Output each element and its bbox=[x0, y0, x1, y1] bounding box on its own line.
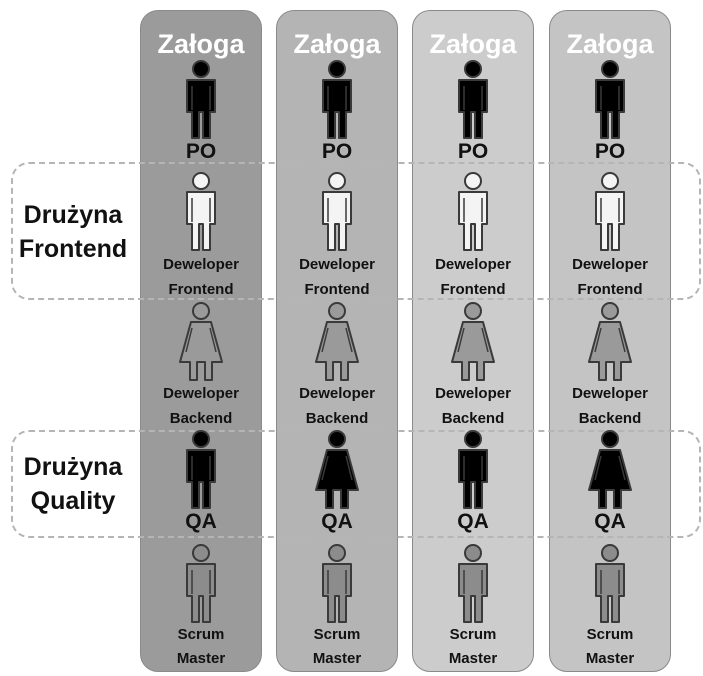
po-label: PO bbox=[185, 140, 217, 163]
scrum-master-person-icon bbox=[186, 544, 216, 623]
backend-developer-person-dress-icon bbox=[179, 302, 223, 381]
scrum-master-person-icon-wrap bbox=[451, 544, 495, 633]
backend-label-line1: Deweloper bbox=[435, 385, 511, 402]
scrum-master-label-line2: Master bbox=[585, 650, 635, 667]
frontend-label-line1: Deweloper bbox=[435, 256, 511, 273]
scrum-master-label-line1: Scrum bbox=[177, 626, 225, 643]
scrum-master-label-line1: Scrum bbox=[586, 626, 634, 643]
scrum-master-label-line1: Scrum bbox=[449, 626, 497, 643]
frontend-label-line2: Frontend bbox=[168, 281, 234, 298]
backend-developer-person-dress-icon bbox=[588, 302, 632, 381]
qa-label: QA bbox=[594, 510, 626, 533]
frontend-developer-person-icon-wrap bbox=[179, 172, 223, 261]
frontend-developer-person-icon bbox=[595, 172, 625, 251]
po-person-icon bbox=[595, 60, 625, 139]
qa-person-dress-icon bbox=[588, 430, 632, 509]
scrum-master-person-icon-wrap bbox=[179, 544, 223, 633]
po-person-icon-wrap bbox=[315, 60, 359, 149]
scrum-master-person-icon-wrap bbox=[315, 544, 359, 633]
crew-title: Załoga bbox=[566, 29, 654, 59]
backend-label-line2: Backend bbox=[578, 410, 642, 427]
po-person-icon-wrap bbox=[179, 60, 223, 149]
team-quality-box bbox=[11, 430, 701, 538]
frontend-developer-person-icon-wrap bbox=[315, 172, 359, 261]
frontend-developer-person-icon bbox=[322, 172, 352, 251]
qa-person-icon bbox=[458, 430, 488, 509]
qa-person-icon-wrap bbox=[451, 430, 495, 519]
backend-developer-person-dress-icon bbox=[315, 302, 359, 381]
backend-label-line1: Deweloper bbox=[572, 385, 648, 402]
scrum-master-person-icon-wrap bbox=[588, 544, 632, 633]
team-frontend-line2: Frontend bbox=[18, 235, 128, 263]
frontend-label-line2: Frontend bbox=[440, 281, 506, 298]
qa-person-dress-icon bbox=[315, 430, 359, 509]
team-quality-line1: Drużyna bbox=[23, 453, 123, 481]
backend-label-line2: Backend bbox=[305, 410, 369, 427]
qa-person-icon-wrap bbox=[179, 430, 223, 519]
scrum-master-person-icon bbox=[595, 544, 625, 623]
po-person-icon bbox=[458, 60, 488, 139]
frontend-developer-person-icon bbox=[458, 172, 488, 251]
backend-developer-person-dress-icon-wrap bbox=[584, 302, 636, 391]
scrum-master-label-line2: Master bbox=[448, 650, 498, 667]
backend-label-line1: Deweloper bbox=[299, 385, 375, 402]
frontend-label-line1: Deweloper bbox=[163, 256, 239, 273]
qa-person-dress-icon-wrap bbox=[584, 430, 636, 519]
crew-title: Załoga bbox=[293, 29, 381, 59]
team-frontend-box bbox=[11, 162, 701, 300]
frontend-label-line2: Frontend bbox=[577, 281, 643, 298]
frontend-label-line2: Frontend bbox=[304, 281, 370, 298]
scrum-master-label-line1: Scrum bbox=[313, 626, 361, 643]
frontend-developer-person-icon-wrap bbox=[451, 172, 495, 261]
po-person-icon bbox=[186, 60, 216, 139]
po-person-icon-wrap bbox=[588, 60, 632, 149]
scrum-master-label-line2: Master bbox=[312, 650, 362, 667]
frontend-developer-person-icon bbox=[186, 172, 216, 251]
backend-developer-person-dress-icon-wrap bbox=[447, 302, 499, 391]
po-label: PO bbox=[321, 140, 353, 163]
scrum-master-person-icon bbox=[458, 544, 488, 623]
qa-person-icon bbox=[186, 430, 216, 509]
frontend-label-line1: Deweloper bbox=[299, 256, 375, 273]
frontend-developer-person-icon-wrap bbox=[588, 172, 632, 261]
po-person-icon-wrap bbox=[451, 60, 495, 149]
qa-label: QA bbox=[185, 510, 217, 533]
backend-label-line2: Backend bbox=[169, 410, 233, 427]
qa-person-dress-icon-wrap bbox=[311, 430, 363, 519]
backend-developer-person-dress-icon-wrap bbox=[311, 302, 363, 391]
frontend-label-line1: Deweloper bbox=[572, 256, 648, 273]
backend-label-line1: Deweloper bbox=[163, 385, 239, 402]
backend-developer-person-dress-icon bbox=[451, 302, 495, 381]
crew-title: Załoga bbox=[429, 29, 517, 59]
qa-label: QA bbox=[457, 510, 489, 533]
backend-developer-person-dress-icon-wrap bbox=[175, 302, 227, 391]
crew-title: Załoga bbox=[157, 29, 245, 59]
qa-label: QA bbox=[321, 510, 353, 533]
po-label: PO bbox=[457, 140, 489, 163]
po-person-icon bbox=[322, 60, 352, 139]
scrum-master-person-icon bbox=[322, 544, 352, 623]
backend-label-line2: Backend bbox=[441, 410, 505, 427]
scrum-master-label-line2: Master bbox=[176, 650, 226, 667]
team-quality-line2: Quality bbox=[30, 487, 116, 515]
team-frontend-line1: Drużyna bbox=[23, 201, 123, 229]
po-label: PO bbox=[594, 140, 626, 163]
